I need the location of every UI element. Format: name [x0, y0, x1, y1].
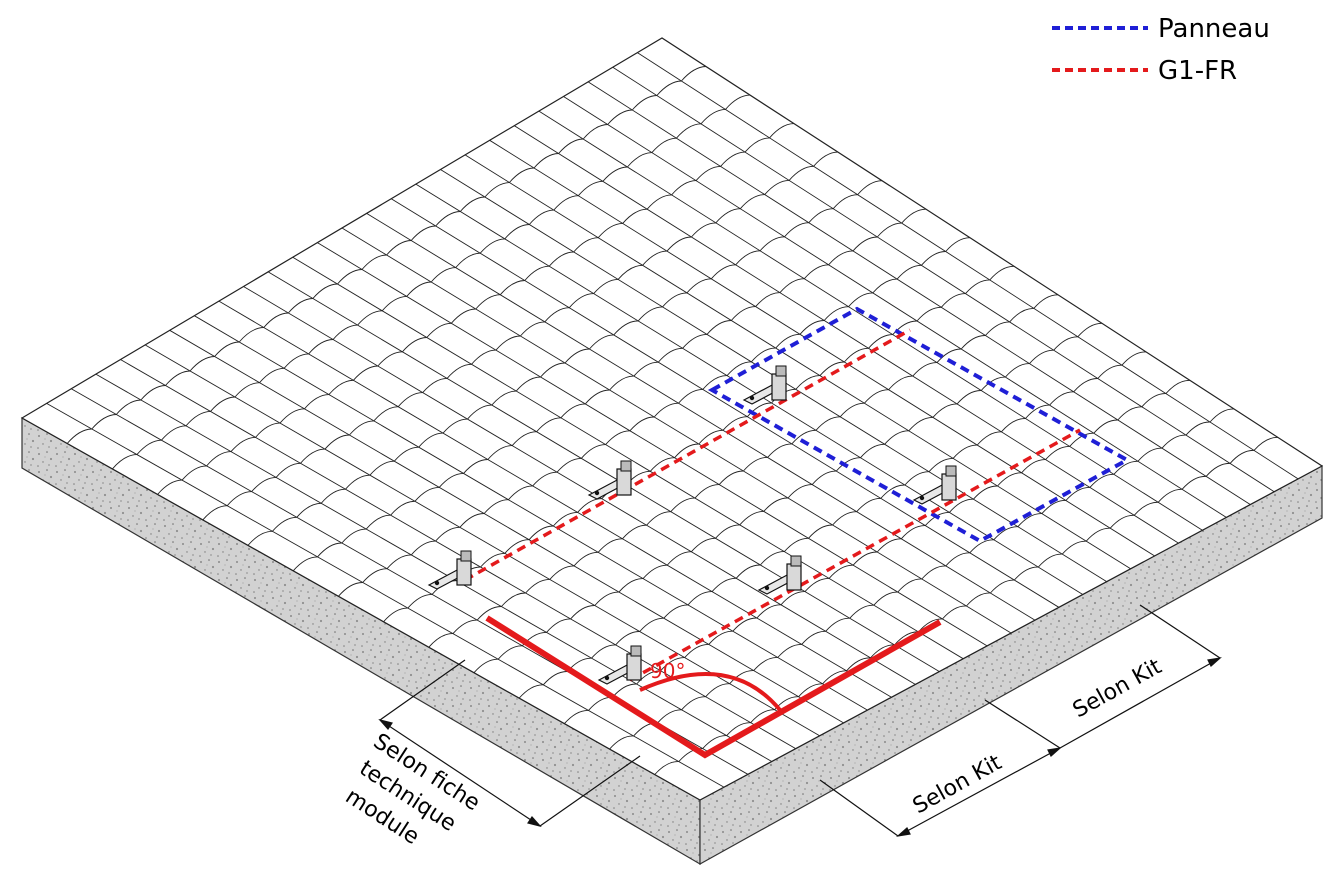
tile-ridge-line [95, 373, 772, 762]
roof-hook [427, 550, 472, 590]
tile-course-line [473, 322, 1103, 673]
dimension-kit-1 [819, 699, 1062, 837]
tile-course-line [157, 123, 795, 495]
tile-ridge-line [514, 125, 1179, 544]
right-angle-square [485, 615, 942, 759]
legend-label-panneau: Panneau [1158, 14, 1270, 44]
tile-ridge-line [587, 81, 1251, 505]
tile-ridge-line [538, 110, 1203, 531]
tile-course-line [202, 151, 839, 521]
roof-hook [912, 465, 957, 505]
tile-ridge-line [194, 315, 868, 711]
rail-line-upper [464, 328, 911, 582]
tile-ridge-line [243, 286, 916, 685]
angle-label: 90° [650, 659, 685, 683]
roof-hook [587, 460, 632, 500]
roof-hook [742, 365, 787, 405]
roof-hooks [427, 365, 957, 685]
roof-hook [757, 555, 802, 595]
tile-ridge-line [464, 154, 1131, 570]
tile-ridge-line [612, 66, 1275, 493]
tile-ridge-line [317, 242, 988, 647]
tile-ridge-line [415, 183, 1084, 595]
tile-course-line [112, 94, 751, 470]
legend-label-g1fr: G1-FR [1158, 56, 1237, 86]
dimension-kit-2 [1059, 604, 1222, 749]
tile-course-line [292, 208, 927, 572]
tile-course-line [66, 66, 707, 444]
tile-ridge-line [267, 271, 940, 672]
panel-outline [707, 306, 1132, 544]
tile-ridge-line [390, 198, 1060, 608]
tile-ridge-line [563, 96, 1227, 518]
tile-ridge-line [366, 213, 1036, 621]
tile-course-line [247, 180, 883, 546]
dimension-module [378, 659, 641, 828]
angle-arc [639, 672, 782, 712]
tile-course-line [609, 408, 1235, 750]
tile-ridge-line [46, 402, 725, 788]
tile-course-line [383, 265, 1015, 622]
tile-course-line [654, 437, 1279, 775]
tile-ridge-line [144, 344, 820, 737]
legend: Panneau G1-FR [1052, 14, 1270, 86]
roof-hook [597, 645, 642, 685]
dim-label-kit-2: Selon Kit [1069, 654, 1166, 723]
tile-ridge-line [169, 329, 844, 724]
tile-ridge-line [341, 227, 1012, 634]
tile-course-line [518, 351, 1147, 699]
tile-ridge-line [489, 139, 1155, 557]
rail-line-lower [629, 428, 1081, 682]
tile-course-line [564, 379, 1191, 724]
tile-ridge-line [218, 300, 892, 698]
tile-ridge-line [120, 359, 796, 750]
roof-tiles [46, 52, 1299, 788]
tile-course-line [428, 294, 1059, 648]
tile-ridge-line [292, 256, 964, 660]
tile-course-line [338, 237, 971, 597]
tile-ridge-line [637, 52, 1299, 480]
